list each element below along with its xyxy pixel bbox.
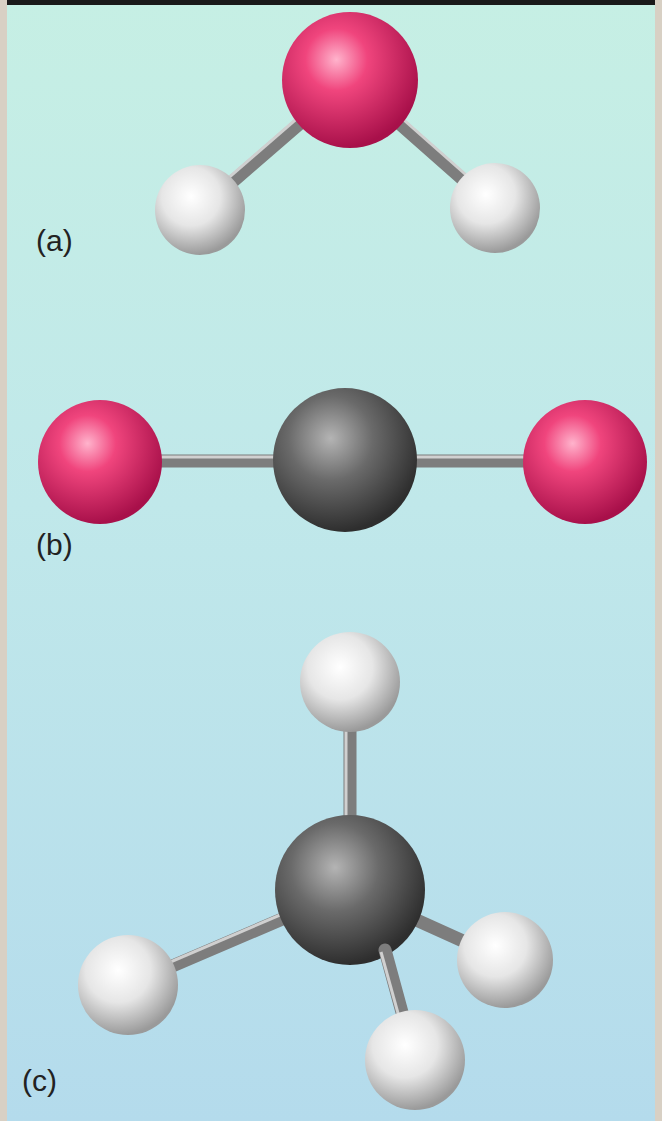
top-rule: [0, 0, 662, 5]
carbon-atom: [273, 388, 417, 532]
hydrogen-atom: [78, 935, 178, 1035]
frame-edge: [655, 0, 662, 1121]
panel-label: (b): [36, 528, 73, 561]
hydrogen-atom: [450, 163, 540, 253]
hydrogen-atom: [365, 1010, 465, 1110]
frame-edge: [0, 0, 7, 1121]
panel-label: (a): [36, 224, 73, 257]
carbon-atom: [275, 815, 425, 965]
oxygen-atom: [282, 12, 418, 148]
hydrogen-atom: [457, 912, 553, 1008]
water-molecule: [155, 12, 540, 255]
carbon-dioxide-molecule: [38, 388, 647, 532]
oxygen-atom: [38, 400, 162, 524]
oxygen-atom: [523, 400, 647, 524]
hydrogen-atom: [155, 165, 245, 255]
panel-label: (c): [22, 1064, 57, 1097]
hydrogen-atom: [300, 632, 400, 732]
methane-molecule: [78, 632, 553, 1110]
